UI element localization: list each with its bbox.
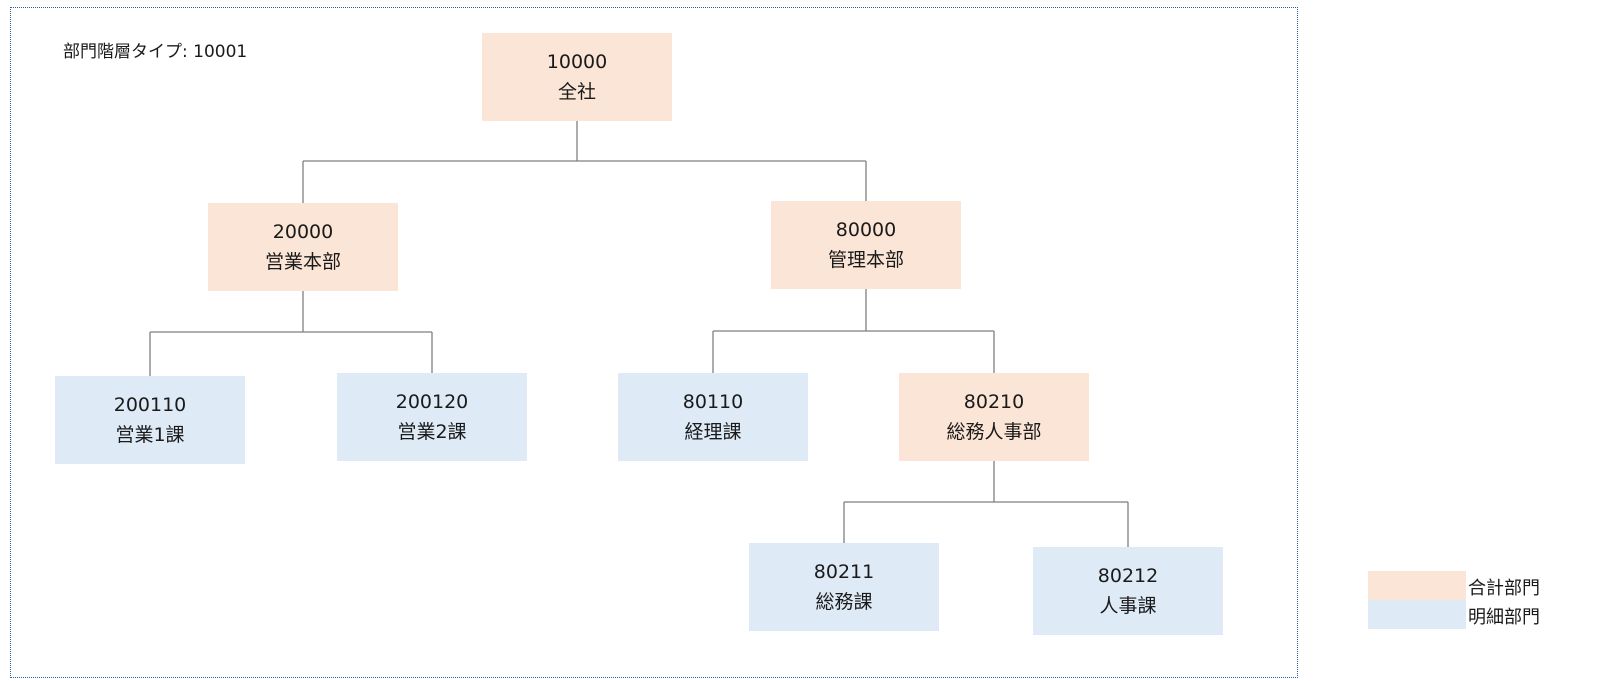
department-node-80110: 80110 経理課 [618,373,808,461]
department-name: 管理本部 [827,249,904,271]
department-name: 総務人事部 [946,421,1042,443]
department-node-200110: 200110 営業1課 [55,376,245,464]
department-code: 200110 [113,394,187,416]
legend-label-detail: 明細部門 [1468,607,1540,628]
department-name: 営業本部 [264,251,341,273]
department-code: 80212 [1097,565,1159,587]
department-node-80000: 80000 管理本部 [771,201,961,289]
hierarchy-type-title: 部門階層タイプ: 10001 [63,42,248,62]
department-node-10000: 10000 全社 [482,33,672,121]
department-name: 経理課 [684,421,742,443]
department-node-80212: 80212 人事課 [1033,547,1223,635]
department-node-80210: 80210 総務人事部 [899,373,1089,461]
department-name: 総務課 [815,591,873,613]
department-node-200120: 200120 営業2課 [337,373,527,461]
department-name: 営業2課 [397,421,467,443]
department-name: 全社 [557,81,596,103]
department-code: 200120 [395,391,469,413]
department-code: 80211 [813,561,875,583]
diagram-frame [10,7,1298,678]
department-code: 10000 [546,51,608,73]
department-node-20000: 20000 営業本部 [208,203,398,291]
legend-swatch-sum [1368,571,1466,600]
legend-label-sum: 合計部門 [1468,578,1540,599]
department-name: 営業1課 [115,424,185,446]
legend-swatch-detail [1368,600,1466,629]
department-name: 人事課 [1099,595,1157,617]
department-node-80211: 80211 総務課 [749,543,939,631]
department-code: 20000 [272,221,334,243]
department-code: 80210 [963,391,1025,413]
department-code: 80110 [682,391,744,413]
department-code: 80000 [835,219,897,241]
